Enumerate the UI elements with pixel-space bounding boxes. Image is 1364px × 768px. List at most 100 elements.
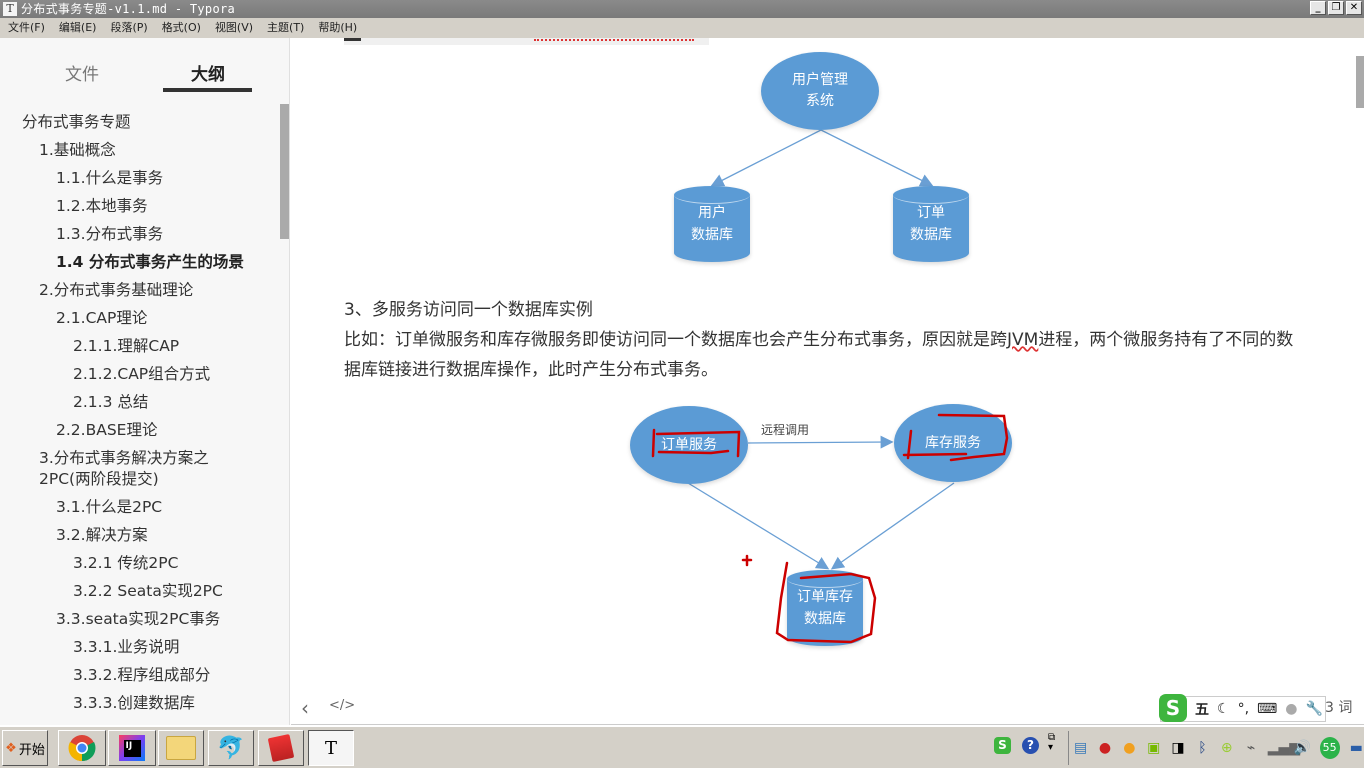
menu-theme[interactable]: 主题(T)	[267, 21, 305, 34]
tray-security-badge[interactable]: 55	[1319, 737, 1340, 759]
outline-item[interactable]: 3.3.3.创建数据库	[73, 694, 195, 712]
ime-toolbar[interactable]: S 五 ☾ °, ⌨ ● 🔧	[1159, 694, 1326, 722]
outline-item[interactable]: 3.3.seata实现2PC事务	[56, 610, 221, 628]
punctuation-icon[interactable]: °,	[1237, 701, 1250, 717]
db-user-database: 用户 数据库	[674, 186, 750, 262]
outline-item[interactable]: 1.2.本地事务	[56, 197, 148, 215]
red-pen-annotations	[651, 413, 1009, 644]
menu-edit[interactable]: 编辑(E)	[58, 21, 97, 34]
menu-file[interactable]: 文件(F)	[8, 21, 45, 34]
spellcheck-word: JVM	[1007, 330, 1039, 350]
taskbar-file-explorer[interactable]	[158, 730, 204, 766]
menu-paragraph[interactable]: 段落(P)	[110, 21, 148, 34]
outline-item[interactable]: 3.2.1 传统2PC	[73, 554, 179, 572]
diagram-user-system-arrows	[710, 129, 934, 187]
outline-item[interactable]: 分布式事务专题	[22, 113, 131, 131]
node-order-service: 订单服务	[630, 406, 748, 484]
taskbar-typora[interactable]: T	[308, 730, 354, 766]
help-icon[interactable]: ?	[1022, 737, 1039, 754]
language-bar-options-icon[interactable]: ⧉▾	[1048, 732, 1056, 753]
tray-show-desktop-icon[interactable]: ▬	[1349, 740, 1363, 756]
chrome-icon	[68, 735, 96, 762]
notepad-icon	[267, 733, 295, 763]
source-code-toggle-icon[interactable]: </>	[329, 698, 356, 713]
outline-item[interactable]: 2.1.3 总结	[73, 393, 149, 411]
active-tab-indicator	[163, 88, 252, 92]
editor-content[interactable]: 用户管理 系统 用户 数据库 订单 数据库 3、多服务访问同一个数据库实例 比如…	[291, 38, 1364, 725]
outline-item[interactable]: 3.2.2 Seata实现2PC	[73, 582, 223, 600]
node-user-management-system: 用户管理 系统	[761, 52, 879, 130]
tray-app-icon[interactable]: ▤	[1074, 740, 1088, 756]
tray-nvidia-icon[interactable]: ▣	[1147, 740, 1161, 756]
intellij-icon: IJ	[119, 735, 145, 761]
tab-outline[interactable]: 大纲	[191, 65, 225, 85]
outline-item[interactable]: 3.3.1.业务说明	[73, 638, 180, 656]
tray-dolby-icon[interactable]: ◨	[1171, 740, 1185, 756]
outline-item[interactable]: 2.1.CAP理论	[56, 309, 148, 327]
outline-item[interactable]: 3.2.解决方案	[56, 526, 148, 544]
tray-green-plus-icon[interactable]: ⊕	[1220, 740, 1233, 756]
tray-sogou-icon[interactable]: S	[994, 737, 1011, 754]
taskbar-notepad[interactable]	[258, 730, 304, 766]
moon-icon[interactable]: ☾	[1217, 701, 1230, 717]
tray-bluetooth-icon[interactable]: ᛒ	[1198, 740, 1207, 756]
outline-item[interactable]: 1.1.什么是事务	[56, 169, 164, 187]
restore-button[interactable]: ❐	[1328, 1, 1344, 15]
sidebar-scrollbar[interactable]	[280, 104, 289, 239]
window-title: 分布式事务专题-v1.1.md - Typora	[21, 2, 236, 16]
outline-item-active[interactable]: 1.4 分布式事务产生的场景	[56, 253, 244, 271]
outline-item[interactable]: 2.分布式事务基础理论	[39, 281, 194, 299]
edge-label-remote-call: 远程调用	[761, 423, 810, 437]
menu-view[interactable]: 视图(V)	[214, 21, 254, 34]
editor-scrollbar[interactable]	[1356, 56, 1364, 108]
code-block-fragment	[344, 38, 709, 45]
code-marker	[344, 38, 361, 41]
word-count[interactable]: 3 词	[1325, 700, 1353, 716]
keyboard-icon[interactable]: ⌨	[1257, 701, 1278, 717]
tray-volume-icon[interactable]: 🔊	[1293, 740, 1312, 756]
menu-format[interactable]: 格式(O)	[161, 21, 201, 34]
outline-item[interactable]: 3.1.什么是2PC	[56, 498, 163, 516]
paragraph-text: 比如：订单微服务和库存微服务即使访问同一个数据库也会产生分布式事务，原因就是跨	[344, 330, 1007, 350]
outline-item[interactable]: 3.3.2.程序组成部分	[73, 666, 211, 684]
start-label: 开始	[18, 742, 45, 758]
minimize-button[interactable]: _	[1310, 1, 1326, 15]
outline-item[interactable]: 1.3.分布式事务	[56, 225, 164, 243]
close-button[interactable]: ✕	[1346, 1, 1362, 15]
section-heading-3: 3、多服务访问同一个数据库实例	[344, 300, 593, 320]
db-order-database: 订单 数据库	[893, 186, 969, 262]
taskbar-intellij[interactable]: IJ	[108, 730, 156, 766]
system-tray: ▤ ● ● ▣ ◨ ᛒ ⊕ ⌁ ▂▄▆ 🔊 55 ▬	[1068, 731, 1364, 765]
user-icon[interactable]: ●	[1285, 701, 1298, 717]
back-chevron-icon[interactable]: ‹	[301, 696, 309, 720]
outline-item[interactable]: 3.分布式事务解决方案之2PC(两阶段提交)	[39, 449, 209, 488]
outline-item[interactable]: 1.基础概念	[39, 141, 116, 159]
ime-mode-wubi[interactable]: 五	[1195, 702, 1209, 718]
outline-item[interactable]: 2.1.2.CAP组合方式	[73, 365, 211, 383]
typora-app-icon: T	[3, 2, 17, 16]
menu-bar: 文件(F) 编辑(E) 段落(P) 格式(O) 视图(V) 主题(T) 帮助(H…	[0, 18, 1364, 38]
outline-item[interactable]: 2.2.BASE理论	[56, 421, 158, 439]
tray-network-signal-icon[interactable]: ▂▄▆	[1267, 740, 1301, 756]
paragraph-explanation: 比如：订单微服务和库存微服务即使访问同一个数据库也会产生分布式事务，原因就是跨J…	[344, 325, 1304, 385]
typora-icon: T	[324, 737, 337, 759]
start-button[interactable]: ❖ 开始	[2, 730, 48, 766]
window-controls: _ ❐ ✕	[1310, 1, 1362, 15]
windows-logo-icon: ❖	[5, 740, 17, 756]
sogou-ime-logo[interactable]: S	[1159, 694, 1187, 722]
outline-item[interactable]: 2.1.1.理解CAP	[73, 337, 180, 355]
tray-power-icon[interactable]: ⌁	[1246, 740, 1256, 756]
paragraph-text: 进程，两个微服务持有了不同的数据库链接进行数据库操作，此时产生分布式事务。	[344, 330, 1294, 380]
db-order-inventory-database: 订单库存 数据库	[787, 570, 863, 646]
taskbar-chrome[interactable]	[58, 730, 106, 766]
diagram-services-arrows	[687, 435, 955, 570]
tab-files[interactable]: 文件	[65, 65, 99, 85]
spellcheck-underline	[534, 39, 694, 41]
taskbar-mysql[interactable]: 🐬	[208, 730, 254, 766]
taskbar: ❖ 开始 IJ 🐬 T S ? ⧉▾ ▤ ● ● ▣ ◨ ᛒ ⊕ ⌁ ▂▄▆ 🔊…	[0, 726, 1364, 768]
sidebar-tabs: 文件 大纲	[0, 38, 289, 96]
menu-help[interactable]: 帮助(H)	[318, 21, 358, 34]
tray-orange-icon[interactable]: ●	[1123, 740, 1136, 756]
wrench-icon[interactable]: 🔧	[1305, 701, 1323, 717]
tray-red-icon[interactable]: ●	[1098, 740, 1112, 756]
